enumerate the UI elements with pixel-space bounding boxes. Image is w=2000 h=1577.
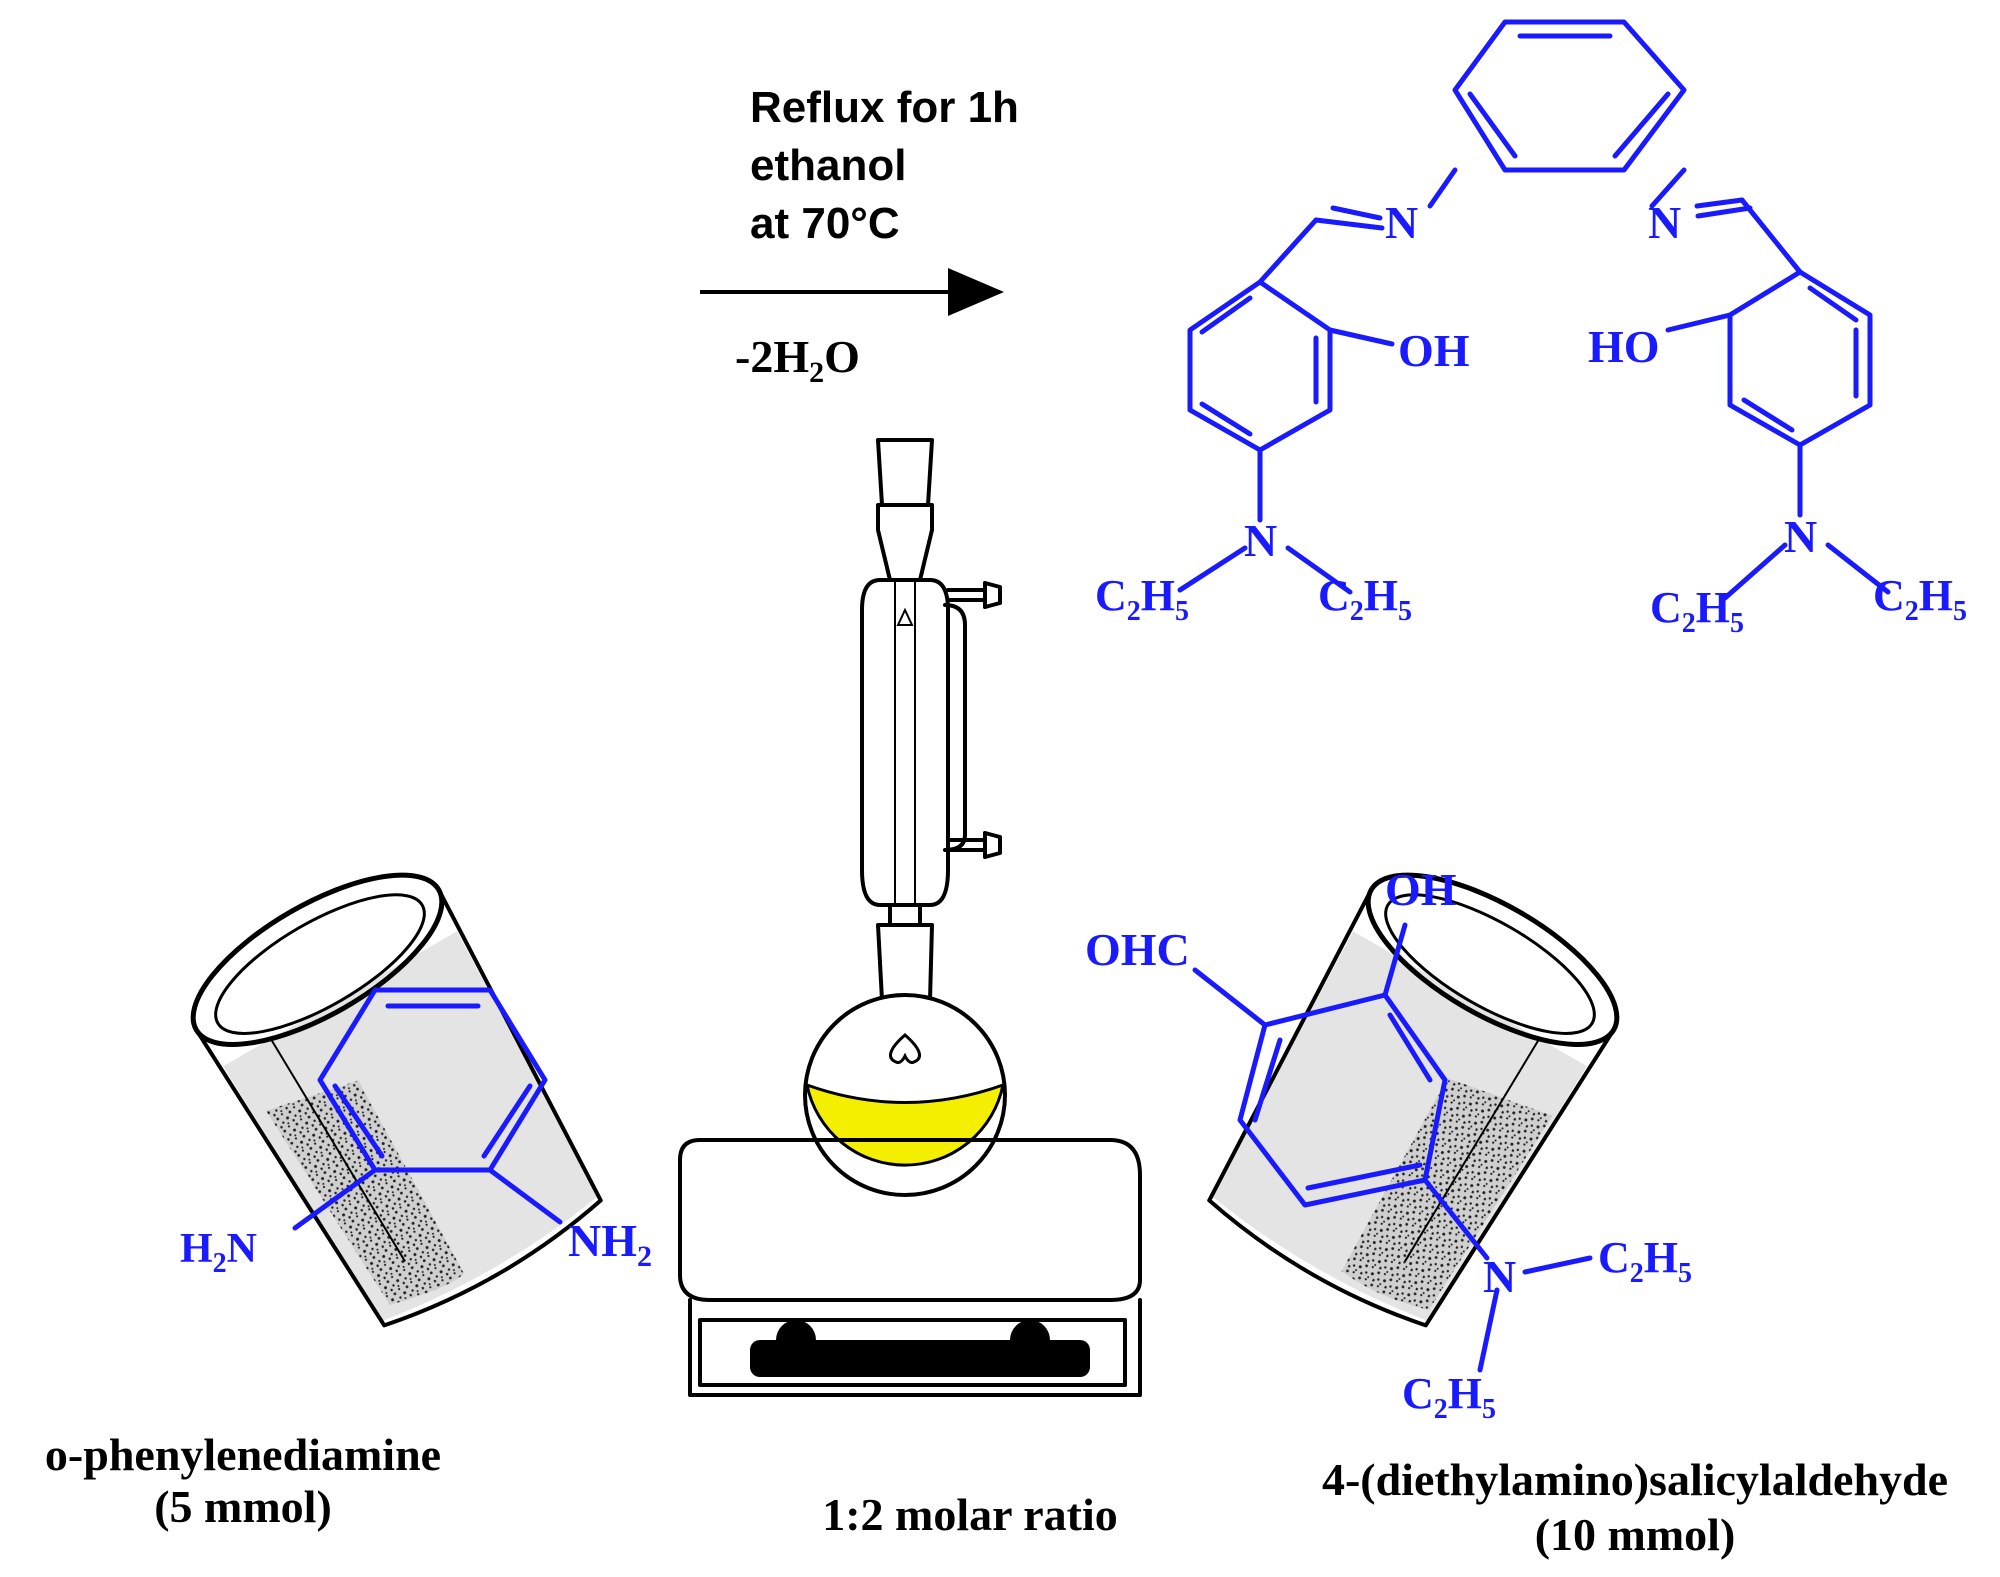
molar-ratio-label: 1:2 molar ratio xyxy=(822,1489,1118,1540)
reactant1-structure: H2N NH2 xyxy=(180,987,652,1279)
right-ethyl-a: C2H5 xyxy=(1650,583,1744,639)
condition-reflux: Reflux for 1h xyxy=(750,83,1019,132)
reactant2-n-label: N xyxy=(1483,1251,1516,1302)
byproduct-water: -2H2O xyxy=(735,331,860,389)
reactant2-ohc-label: OHC xyxy=(1085,924,1190,975)
reactant2-structure: OHC OH N C2H5 C2H5 xyxy=(1085,864,1692,1425)
product-structure: N N OH N C2H5 C2H5 HO N C2H5 C2H5 xyxy=(1095,19,1967,639)
reflux-apparatus xyxy=(678,438,1142,1397)
hot-plate-control-panel xyxy=(750,1340,1090,1377)
left-ethyl-b: C2H5 xyxy=(1318,571,1412,627)
hot-plate-knob-left xyxy=(776,1320,816,1360)
left-amine-n: N xyxy=(1244,515,1277,566)
reactant1-beaker xyxy=(190,872,603,1328)
imine-n-left: N xyxy=(1385,197,1418,248)
ground-glass-joint xyxy=(876,923,934,1002)
reactant2-beaker xyxy=(1207,872,1620,1328)
reactant1-nh2-label: NH2 xyxy=(568,1215,652,1273)
hot-plate-knob-right xyxy=(1010,1320,1050,1360)
reactant2-oh-label: OH xyxy=(1385,864,1457,915)
reactant1-h2n-label: H2N xyxy=(180,1226,257,1279)
reaction-conditions: Reflux for 1h ethanol at 70°C -2H2O xyxy=(700,83,1019,389)
captions: o-phenylenediamine (5 mmol) 1:2 molar ra… xyxy=(45,1429,1948,1560)
reactant2-ethyl-a: C2H5 xyxy=(1598,1233,1692,1289)
condenser-jacket xyxy=(860,578,950,907)
right-amine-n: N xyxy=(1784,511,1817,562)
right-ethyl-b: C2H5 xyxy=(1873,571,1967,627)
hot-plate-top xyxy=(678,1138,1142,1302)
left-phenol-ring xyxy=(1187,279,1333,453)
reactant1-amount: (5 mmol) xyxy=(154,1481,332,1532)
left-oh-label: OH xyxy=(1398,325,1470,376)
imine-n-right: N xyxy=(1648,197,1681,248)
right-ho-label: HO xyxy=(1588,321,1660,372)
central-benzene-ring xyxy=(1452,19,1687,173)
condition-solvent: ethanol xyxy=(750,141,906,190)
condition-temperature: at 70°C xyxy=(750,199,900,248)
reactant2-ethyl-b: C2H5 xyxy=(1402,1369,1496,1425)
right-phenol-ring xyxy=(1727,269,1873,448)
reactant2-amount: (10 mmol) xyxy=(1535,1509,1736,1560)
reactant1-name: o-phenylenediamine xyxy=(45,1429,441,1480)
left-ethyl-a: C2H5 xyxy=(1095,571,1189,627)
reactant2-name: 4-(diethylamino)salicylaldehyde xyxy=(1322,1454,1948,1505)
